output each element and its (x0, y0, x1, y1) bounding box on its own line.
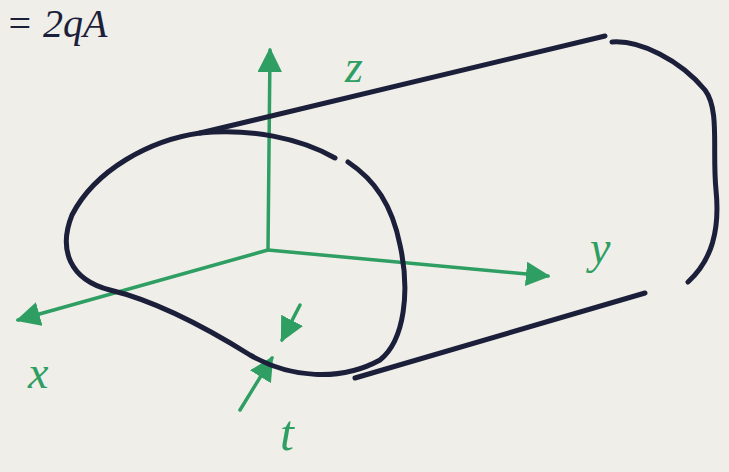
equation-fragment-box: = 2qA (6, 4, 107, 44)
axis-label-box: x (28, 350, 48, 396)
thickness-arrow (282, 305, 300, 340)
axis-label-box: z (345, 44, 363, 90)
axis-label: z (345, 41, 363, 92)
tube-edge (355, 293, 645, 378)
far-end (612, 42, 717, 282)
axis-label: y (590, 222, 610, 273)
y-axis (268, 250, 548, 276)
axis-label: x (28, 347, 48, 398)
dimension-label: t (280, 405, 294, 461)
cross-section (66, 132, 404, 375)
x-axis (18, 250, 268, 320)
dimension-label-box: t (280, 408, 294, 458)
axis-label-box: y (590, 225, 610, 271)
z-axis (268, 50, 270, 250)
tube-edge (200, 36, 605, 133)
equation-fragment: = 2qA (6, 1, 107, 46)
